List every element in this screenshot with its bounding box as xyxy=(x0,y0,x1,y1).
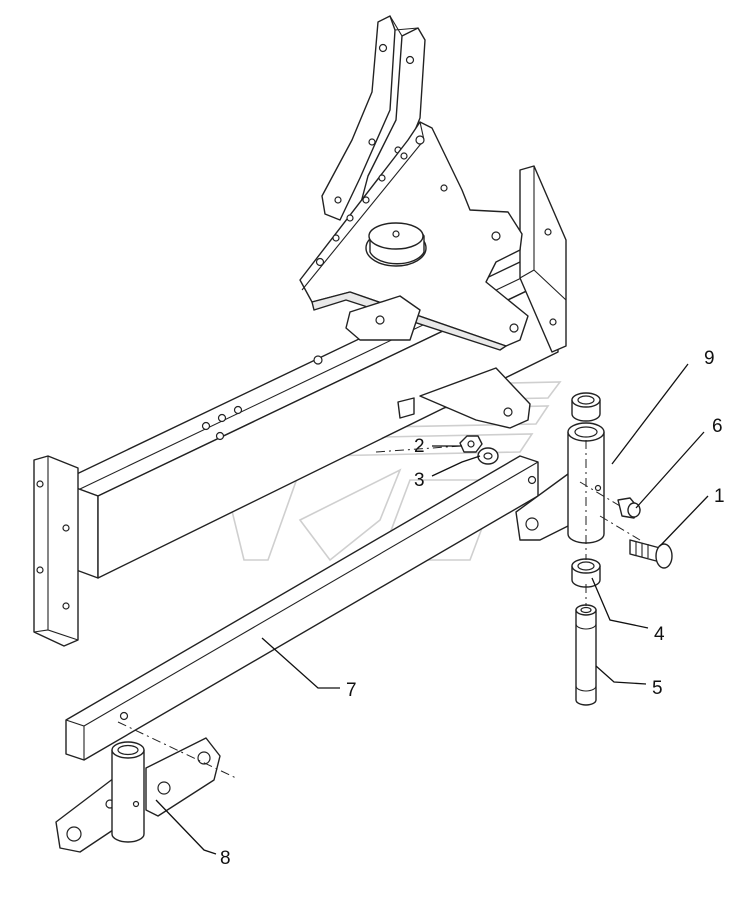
callout-2: 2 xyxy=(414,436,425,457)
pin-part-5 xyxy=(575,604,597,706)
lower-gusset xyxy=(345,295,531,429)
callout-3: 3 xyxy=(414,470,425,491)
callout-8: 8 xyxy=(220,848,231,869)
pivot-bracket-part-9 xyxy=(515,422,605,544)
bushing-top xyxy=(571,392,601,422)
washer-part-3 xyxy=(477,447,499,465)
bolt-part-1 xyxy=(629,539,673,569)
axis-line-bolt-1 xyxy=(599,515,641,541)
left-end-plate xyxy=(33,455,79,647)
bushing-part-4 xyxy=(571,558,601,588)
callout-4: 4 xyxy=(654,624,665,645)
hinge-bracket-part-8 xyxy=(55,737,221,853)
mounting-plate xyxy=(299,121,529,351)
callout-7: 7 xyxy=(346,680,357,701)
nut-part-2 xyxy=(459,435,483,453)
callout-1: 1 xyxy=(714,486,725,507)
right-end-plate xyxy=(519,165,567,353)
axis-line-nipple xyxy=(579,481,621,507)
axis-line-bolt xyxy=(375,445,461,453)
callout-5: 5 xyxy=(652,678,663,699)
callout-6: 6 xyxy=(712,416,723,437)
leader-lines xyxy=(155,363,709,855)
axis-line-hinge xyxy=(117,721,237,779)
callout-9: 9 xyxy=(704,348,715,369)
callout-labels: 9 6 1 4 5 2 3 7 8 xyxy=(220,348,725,869)
